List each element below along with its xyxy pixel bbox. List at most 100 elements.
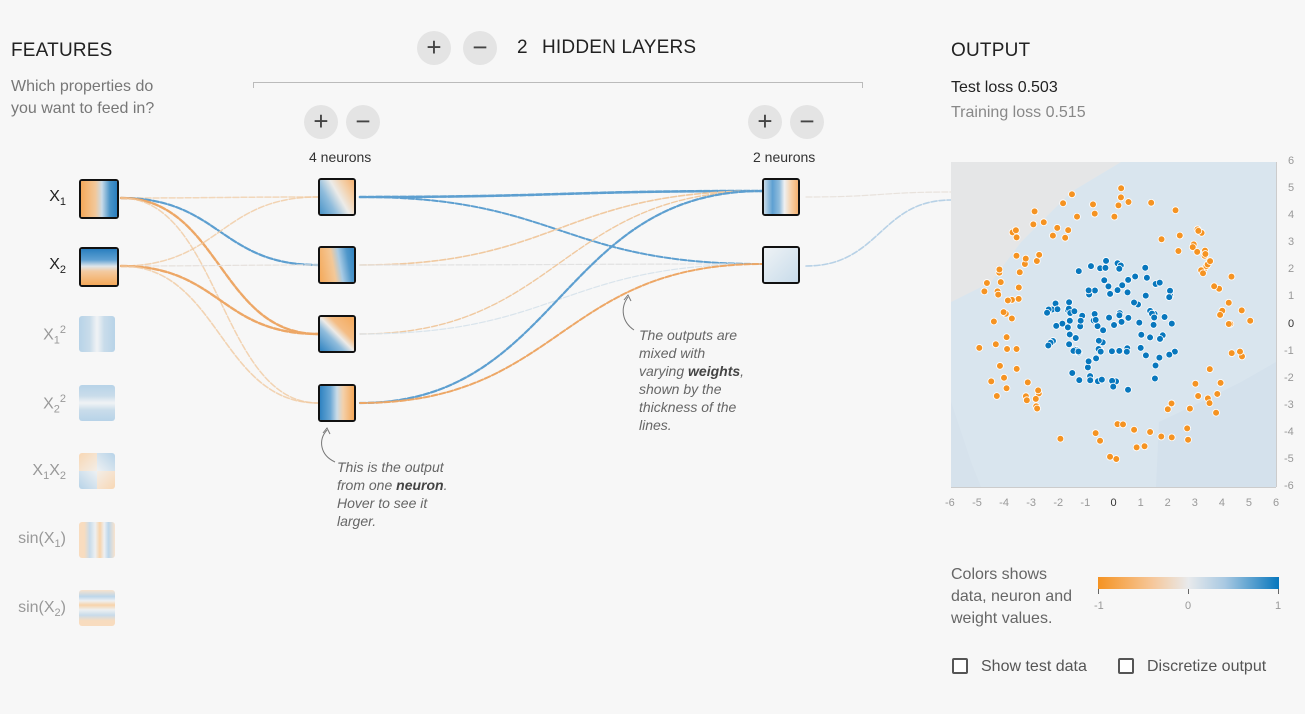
data-point	[1110, 321, 1118, 329]
remove-layer-button[interactable]: −	[463, 31, 497, 65]
neuron-2-1[interactable]	[762, 178, 800, 216]
color-legend-mid-tick	[1188, 589, 1189, 594]
neuron-1-1[interactable]	[318, 178, 356, 216]
neuron-1-4[interactable]	[318, 384, 356, 422]
data-point	[1087, 262, 1095, 270]
x-tick-label: 4	[1218, 497, 1225, 509]
layer1-remove-neuron-button[interactable]: −	[346, 105, 380, 139]
data-point	[1106, 452, 1114, 461]
neuron-note: This is the output from one neuron. Hove…	[337, 459, 448, 529]
neuron-1-3[interactable]	[318, 315, 356, 353]
data-points	[975, 184, 1255, 463]
data-point	[1043, 309, 1051, 317]
x-tick-label: 1	[1137, 497, 1144, 509]
link-x2-n2	[120, 264, 319, 267]
x-tick-label: 2	[1164, 497, 1171, 509]
data-point	[1095, 336, 1103, 345]
data-point	[1012, 365, 1021, 373]
hidden-layers-label: HIDDEN LAYERS	[542, 37, 697, 58]
data-point	[1109, 382, 1118, 391]
data-point	[1167, 433, 1176, 442]
link-n2-m2	[359, 263, 763, 266]
neuron-2-2[interactable]	[762, 246, 800, 284]
discretize-output-checkbox[interactable]	[1118, 658, 1134, 674]
data-point	[1074, 267, 1083, 275]
neuron-note-arrow	[321, 429, 336, 463]
data-point	[1065, 298, 1073, 307]
data-point	[1124, 276, 1132, 284]
data-point	[1130, 425, 1138, 434]
data-point	[1012, 233, 1021, 242]
data-point	[987, 377, 996, 386]
feature-sin-x2-node[interactable]	[79, 590, 115, 626]
data-point	[1117, 318, 1126, 326]
layer1-add-neuron-button[interactable]: +	[304, 105, 338, 139]
data-point	[1086, 376, 1095, 384]
weights-note-arrow-head	[623, 294, 632, 302]
data-point	[1206, 257, 1214, 265]
data-point	[1225, 320, 1233, 328]
data-point	[1164, 405, 1172, 414]
x-tick-label: -4	[999, 497, 1009, 509]
y-tick-label: 6	[1288, 155, 1295, 167]
features-subtitle: Which properties do you want to feed in?	[11, 76, 154, 120]
feature-x1-squared-node[interactable]	[79, 316, 115, 352]
show-test-data-label[interactable]: Show test data	[981, 658, 1087, 675]
data-point	[1167, 319, 1176, 328]
feature-sin-x1-node[interactable]	[79, 522, 115, 558]
y-tick-label: 4	[1288, 209, 1295, 222]
y-tick-label: -2	[1284, 371, 1294, 384]
data-point	[1089, 200, 1097, 209]
data-point	[1064, 226, 1072, 234]
data-point	[1165, 293, 1174, 301]
output-title: OUTPUT	[951, 40, 1031, 61]
neuron-1-2[interactable]	[318, 246, 356, 284]
data-point	[1124, 314, 1133, 322]
data-point	[1064, 323, 1072, 332]
discretize-output-label[interactable]: Discretize output	[1147, 658, 1267, 675]
data-point	[1090, 209, 1099, 218]
data-point	[1124, 385, 1132, 394]
layer2-add-neuron-button[interactable]: +	[748, 105, 782, 139]
data-point	[983, 279, 991, 287]
data-point	[1021, 254, 1030, 263]
data-point	[1101, 264, 1110, 272]
data-point	[1118, 281, 1127, 290]
data-point	[1002, 333, 1011, 341]
data-point	[1194, 392, 1202, 400]
feature-x1x2-node[interactable]	[79, 453, 115, 489]
data-point	[1105, 313, 1113, 322]
data-point	[1066, 316, 1074, 325]
y-tick-label: 2	[1288, 263, 1295, 276]
output-heatmap[interactable]	[951, 162, 1276, 487]
data-point	[1117, 184, 1125, 193]
feature-label-sin-x1: sin(X1)	[18, 530, 66, 551]
data-point	[1012, 251, 1021, 260]
data-point	[1183, 424, 1191, 433]
link-x1-n1	[120, 196, 319, 199]
data-point	[1146, 428, 1154, 436]
link-n3-m2	[359, 263, 763, 335]
data-point	[1216, 311, 1224, 319]
x-tick-label: 5	[1245, 497, 1253, 509]
data-point	[992, 340, 1000, 349]
feature-x2-squared-node[interactable]	[79, 385, 115, 421]
feature-x2-node[interactable]	[79, 247, 119, 287]
data-point	[1076, 316, 1085, 325]
data-point	[1015, 283, 1023, 292]
data-point	[1205, 365, 1214, 373]
link-m2-out	[805, 199, 952, 267]
link-x2-n1	[120, 196, 319, 267]
feature-label-x2: X2	[49, 256, 66, 277]
layer2-remove-neuron-button[interactable]: −	[790, 105, 824, 139]
data-point	[1002, 384, 1011, 393]
feature-x1-node[interactable]	[79, 179, 119, 219]
add-layer-button[interactable]: +	[417, 31, 451, 65]
data-point	[1110, 212, 1119, 221]
neuron-note-arrow-head	[322, 427, 331, 435]
data-point	[1119, 420, 1127, 429]
x-tick-label: 6	[1273, 497, 1280, 509]
data-point	[1194, 227, 1203, 235]
data-point	[1141, 263, 1150, 272]
show-test-data-checkbox[interactable]	[952, 658, 968, 674]
